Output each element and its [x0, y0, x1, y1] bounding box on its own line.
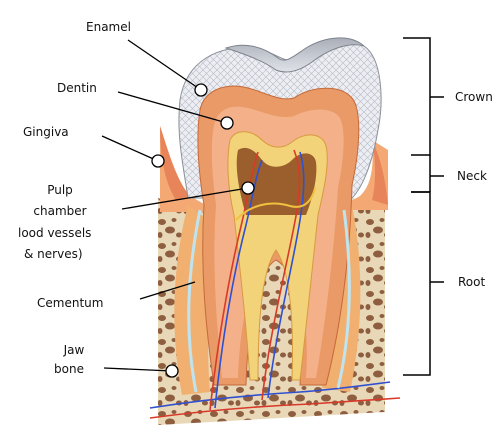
- leader-lines: [101, 39, 249, 372]
- label-jaw-line1: Jaw: [63, 343, 85, 357]
- gingiva: [160, 126, 388, 212]
- label-crown: Crown: [455, 90, 493, 104]
- label-gingiva: Gingiva: [23, 125, 69, 139]
- label-cementum: Cementum: [37, 296, 104, 310]
- label-pulp-line3: lood vessels: [18, 226, 92, 240]
- label-jaw-line2: bone: [54, 362, 84, 376]
- label-pulp-line4: & nerves): [24, 247, 83, 261]
- region-brackets: [403, 37, 444, 376]
- label-neck: Neck: [457, 169, 487, 183]
- label-enamel: Enamel: [86, 20, 131, 34]
- blood-vessels: [149, 149, 401, 419]
- leader-dots: [151, 83, 255, 378]
- label-root: Root: [458, 275, 486, 289]
- label-dentin: Dentin: [57, 81, 97, 95]
- cementum: [187, 209, 351, 393]
- label-pulp-line2: chamber: [33, 204, 87, 218]
- label-pulp-line1: Pulp: [47, 183, 73, 197]
